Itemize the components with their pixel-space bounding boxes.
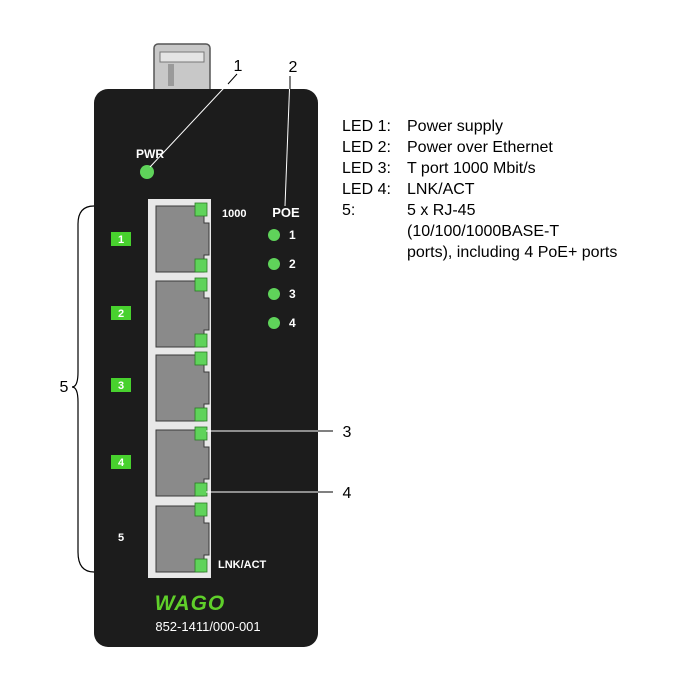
port-2-speed-led (194, 277, 208, 292)
rj45-port-3 (155, 351, 210, 422)
poe-led-2 (268, 258, 280, 270)
poe-led-1 (268, 229, 280, 241)
port-5-speed-led (194, 502, 208, 517)
callout-3: 3 (343, 424, 352, 441)
poe-led-4 (268, 317, 280, 329)
pwr-label: PWR (136, 147, 164, 161)
poe-label: POE (272, 205, 300, 220)
port-label-5: 5 (118, 532, 124, 544)
port-label-1: 1 (111, 232, 131, 246)
callout-1: 1 (234, 58, 243, 75)
legend-row: (10/100/1000BASE-T (342, 221, 682, 242)
rj45-port-2 (155, 277, 210, 348)
legend-row: LED 1: Power supply (342, 116, 682, 137)
poe-led-label-4: 4 (289, 316, 296, 330)
model-number: 852-1411/000-001 (155, 619, 260, 634)
callout-4: 4 (343, 485, 352, 502)
legend-row: 5: 5 x RJ-45 (342, 200, 682, 221)
speed-label: 1000 (222, 208, 246, 220)
port-label-4: 4 (111, 455, 131, 469)
legend-text: Power supply (407, 118, 504, 135)
port-3-speed-led (194, 351, 208, 366)
lnk-act-label: LNK/ACT (218, 559, 267, 571)
svg-text:1: 1 (118, 234, 124, 246)
svg-text:3: 3 (118, 380, 124, 392)
port-5-lnk-led (194, 558, 208, 573)
callout-line-2 (284, 75, 291, 207)
legend-row: LED 2: Power over Ethernet (342, 137, 682, 158)
callout-2: 2 (289, 59, 298, 76)
legend-text: T port 1000 Mbit/s (407, 160, 536, 177)
legend-key: LED 4: (342, 181, 391, 198)
poe-led-3 (268, 288, 280, 300)
legend-text: (10/100/1000BASE-T (407, 223, 560, 240)
legend-key: LED 2: (342, 139, 391, 156)
din-rail-clip (153, 43, 211, 95)
legend-text: LNK/ACT (407, 181, 475, 198)
legend-key: 5: (342, 202, 356, 219)
legend: LED 1: Power supply LED 2: Power over Ethe… (342, 116, 682, 263)
ports-brace (71, 205, 95, 573)
rj45-port-5 (155, 502, 210, 573)
legend-row: LED 4: LNK/ACT (342, 179, 682, 200)
legend-row: ports), including 4 PoE+ ports (342, 242, 682, 263)
port-1-lnk-led (194, 258, 208, 273)
callout-line-1 (149, 73, 238, 168)
svg-text:4: 4 (118, 457, 125, 469)
legend-text: ports), including 4 PoE+ ports (407, 244, 618, 261)
rj45-port-4 (155, 426, 210, 497)
callout-5: 5 (60, 379, 69, 396)
poe-led-label-2: 2 (289, 257, 296, 271)
poe-led-group: 1 2 3 4 (268, 228, 296, 330)
legend-key (342, 242, 407, 263)
legend-key: LED 3: (342, 160, 391, 177)
poe-led-label-1: 1 (289, 228, 296, 242)
legend-key: LED 1: (342, 118, 391, 135)
port-3-lnk-led (194, 407, 208, 422)
port-4-speed-led (194, 426, 208, 441)
pwr-led (140, 165, 154, 179)
callout-line-1-outer (227, 73, 238, 85)
port-1-speed-led (194, 202, 208, 217)
wago-logo: WAGO (155, 592, 226, 615)
legend-row: LED 3: T port 1000 Mbit/s (342, 158, 682, 179)
port-label-2: 2 (111, 306, 131, 320)
poe-led-label-3: 3 (289, 287, 296, 301)
svg-text:2: 2 (118, 308, 124, 320)
port-2-lnk-led (194, 333, 208, 348)
rj45-port-1 (155, 202, 210, 273)
legend-text: Power over Ethernet (407, 139, 553, 156)
port-label-3: 3 (111, 378, 131, 392)
port-4-lnk-led (194, 482, 208, 497)
legend-text: 5 x RJ-45 (407, 202, 476, 219)
legend-key (342, 221, 407, 242)
